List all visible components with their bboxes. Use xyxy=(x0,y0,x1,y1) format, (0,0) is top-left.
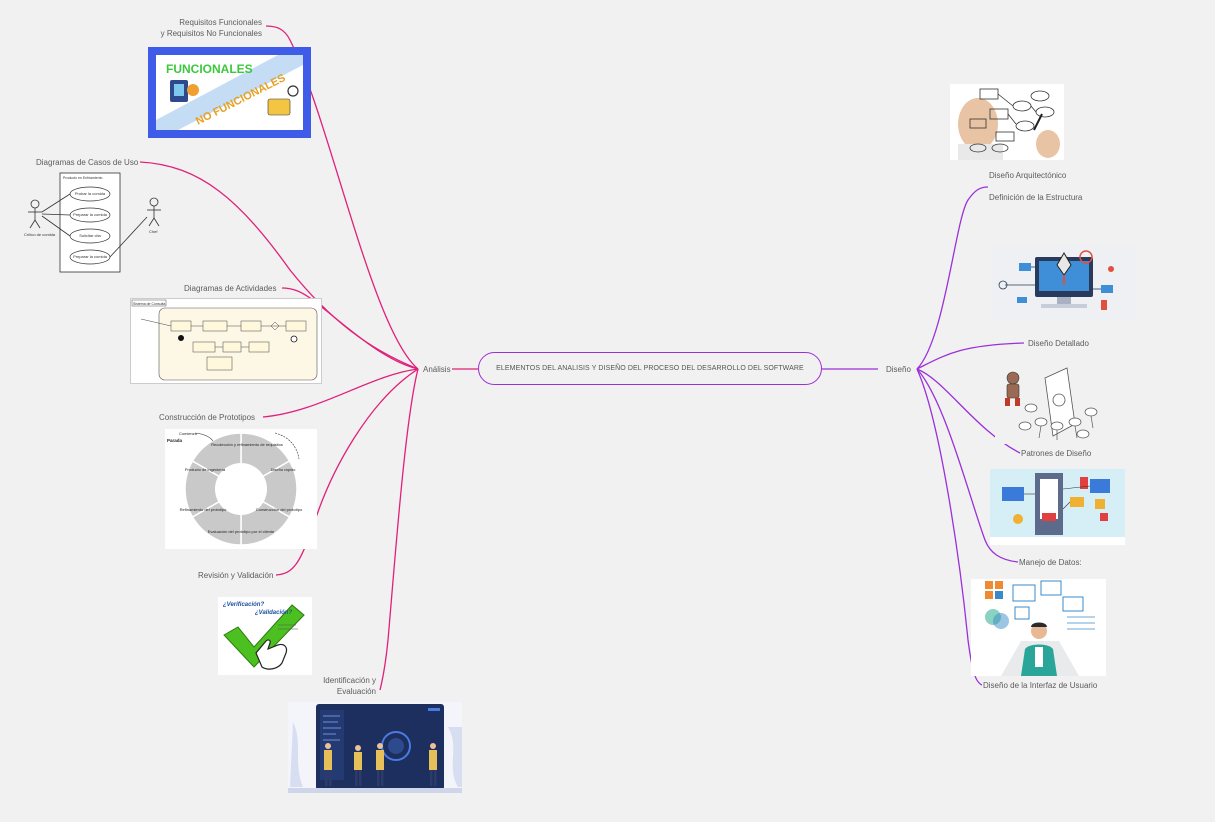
connector-identificacion xyxy=(379,368,419,691)
use-case-4: Preparar la comida xyxy=(73,254,108,259)
cycle-step-2: Diseño rápido xyxy=(271,467,296,472)
connector-revision xyxy=(275,368,419,576)
use-case-1: Probar la comida xyxy=(75,191,106,196)
ui-design-illustration xyxy=(985,580,1095,676)
use-case-3: Solicitar cita xyxy=(79,233,101,238)
connector-requisitos xyxy=(265,25,419,370)
cycle-step-4: Evaluación del prototipo por el cliente xyxy=(208,529,275,534)
use-case-actor-left: Crítico de comida xyxy=(24,232,56,237)
connector-datos xyxy=(916,368,1019,563)
node-datos[interactable]: Manejo de Datos: xyxy=(1019,558,1082,567)
node-interfaz[interactable]: Diseño de la Interfaz de Usuario xyxy=(983,681,1098,690)
architecture-illustration xyxy=(958,88,1060,160)
node-requisitos[interactable]: Requisitos Funcionales y Requisitos No F… xyxy=(140,17,262,39)
node-identificacion[interactable]: Identificación y Evaluación xyxy=(296,675,376,697)
detailed-design-image[interactable] xyxy=(991,245,1136,321)
node-identificacion-line1: Identificación y xyxy=(323,676,376,685)
validation-q1: ¿Verificación? xyxy=(223,602,264,608)
node-detallado[interactable]: Diseño Detallado xyxy=(1028,339,1089,348)
requirements-title-functional: FUNCIONALES xyxy=(166,62,253,76)
validation-image[interactable]: ¿Verificación? ¿Validación? xyxy=(218,597,312,675)
node-prototipos[interactable]: Construcción de Prototipos xyxy=(159,413,256,422)
branch-analysis-label[interactable]: Análisis xyxy=(423,365,451,374)
activity-image[interactable]: Sistema de Consulta xyxy=(130,298,322,384)
detailed-design-illustration xyxy=(998,250,1114,310)
cycle-start-label: Comienzo xyxy=(179,431,198,436)
use-case-illustration: Producto en Enfriamiento Probar la comid… xyxy=(24,172,161,273)
use-case-2: Preparar la comida xyxy=(73,212,108,217)
use-case-actor-right: Chef xyxy=(149,229,158,234)
cycle-step-5: Refinamiento del prototipo xyxy=(180,507,227,512)
connector-patrones xyxy=(916,368,1021,454)
central-topic[interactable]: ELEMENTOS DEL ANALISIS Y DISEÑO DEL PROC… xyxy=(478,352,822,385)
node-estructura[interactable]: Definición de la Estructura xyxy=(989,193,1083,202)
dashboard-illustration xyxy=(288,704,462,793)
node-identificacion-line2: Evaluación xyxy=(336,687,376,696)
requirements-illustration: FUNCIONALES NO FUNCIONALES xyxy=(156,55,303,130)
node-requisitos-line1: Requisitos Funcionales xyxy=(179,18,262,27)
architecture-image[interactable] xyxy=(950,84,1064,160)
connector-prototipos xyxy=(262,368,419,418)
dashboard-image[interactable] xyxy=(288,702,462,793)
use-case-system-title: Producto en Enfriamiento xyxy=(63,176,103,180)
cycle-step-6: Producto de ingeniería xyxy=(185,467,226,472)
data-management-image[interactable] xyxy=(990,469,1125,545)
central-topic-text: ELEMENTOS DEL ANALISIS Y DISEÑO DEL PROC… xyxy=(496,365,804,372)
cycle-step-1: Recolección y refinamiento de requisitos xyxy=(211,442,283,447)
node-requisitos-line2: y Requisitos No Funcionales xyxy=(160,29,262,38)
prototype-cycle-image[interactable]: Recolección y refinamiento de requisitos… xyxy=(165,429,317,549)
validation-illustration: ¿Verificación? ¿Validación? xyxy=(223,602,305,670)
node-casos-uso[interactable]: Diagramas de Casos de Uso xyxy=(36,158,139,167)
node-arquitectonico[interactable]: Diseño Arquitectónico xyxy=(989,171,1067,180)
design-patterns-image[interactable] xyxy=(995,364,1103,444)
node-revision[interactable]: Revisión y Validación xyxy=(198,571,274,580)
cycle-stop-label: Parada xyxy=(167,438,183,443)
cycle-step-3: Construcción del prototipo xyxy=(256,507,303,512)
data-management-illustration xyxy=(990,473,1125,545)
activity-illustration: Sistema de Consulta xyxy=(131,299,318,381)
connector-arquitectonico xyxy=(916,186,989,370)
node-patrones[interactable]: Patrones de Diseño xyxy=(1021,449,1092,458)
requirements-image[interactable]: FUNCIONALES NO FUNCIONALES xyxy=(148,47,311,138)
node-actividades[interactable]: Diagramas de Actividades xyxy=(184,284,277,293)
design-patterns-illustration xyxy=(1005,367,1098,440)
ui-design-image[interactable] xyxy=(971,579,1106,676)
activity-swimlane-title: Sistema de Consulta xyxy=(133,302,165,306)
branch-design-label[interactable]: Diseño xyxy=(886,365,911,374)
connector-detallado xyxy=(916,342,1025,370)
prototype-cycle-illustration: Recolección y refinamiento de requisitos… xyxy=(167,431,303,546)
use-case-image[interactable]: Producto en Enfriamiento Probar la comid… xyxy=(22,172,168,274)
validation-q2: ¿Validación? xyxy=(255,610,292,616)
